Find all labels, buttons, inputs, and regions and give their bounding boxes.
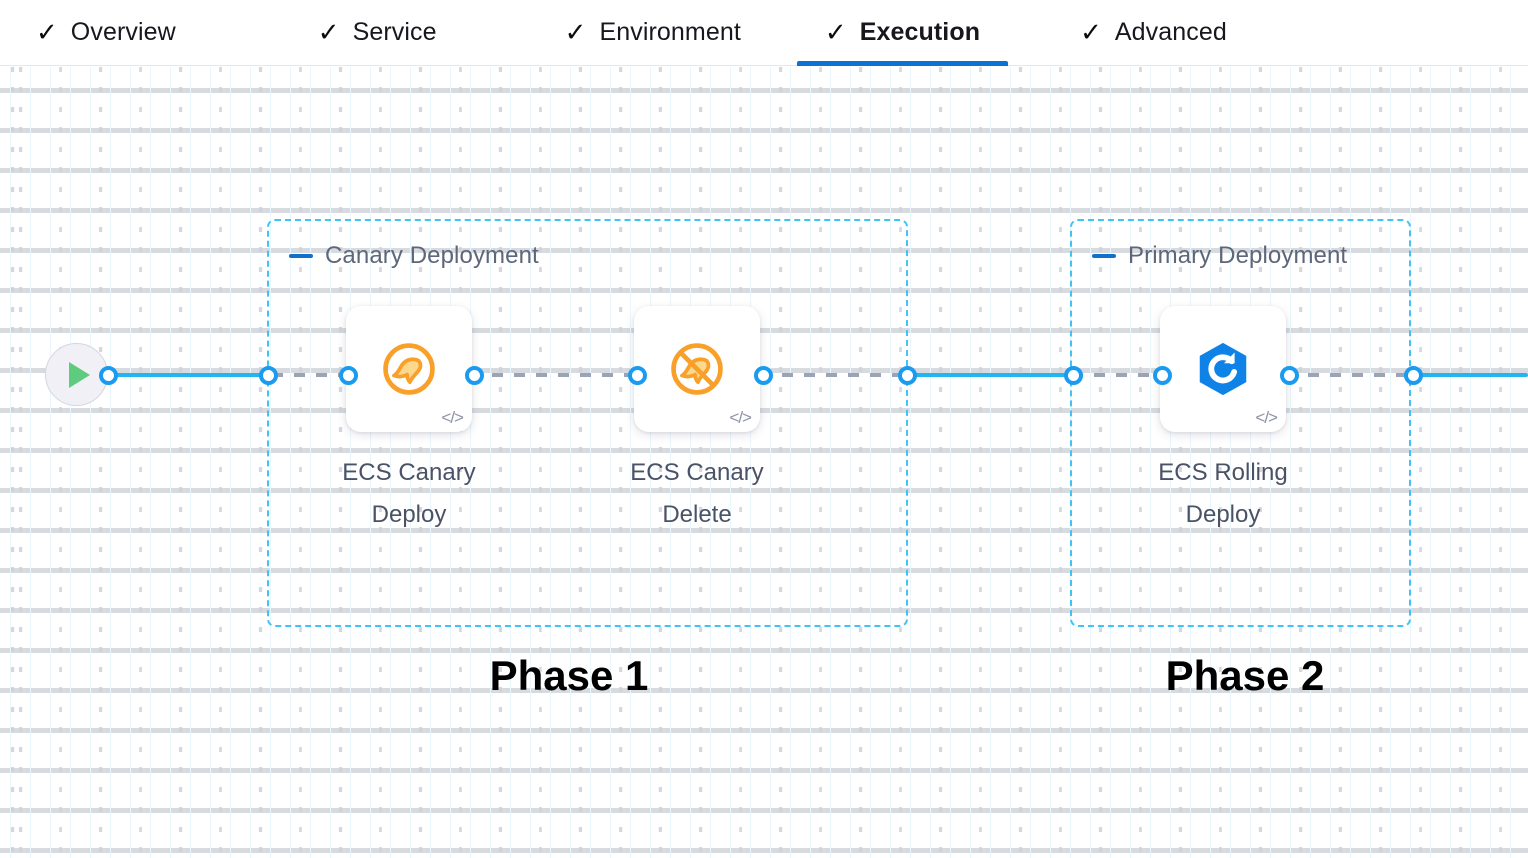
- check-icon: ✓: [824, 16, 847, 47]
- edge-canary-deploy-to-canary-delete: [470, 373, 642, 377]
- edge-phase2-to-next: [1412, 373, 1528, 377]
- wizard-tabbar: ✓ Overview ✓ Service ✓ Environment ✓ Exe…: [0, 0, 1528, 66]
- code-badge-icon: </>: [729, 408, 752, 427]
- tab-execution[interactable]: ✓ Execution: [795, 0, 1010, 66]
- edge-canary-delete-to-phase1-exit: [760, 373, 912, 377]
- port-phase1-in[interactable]: [259, 366, 278, 385]
- phase-caption-1: Phase 1: [489, 652, 649, 699]
- ecs-rolling-icon: [1160, 338, 1286, 400]
- code-badge-icon: </>: [1255, 408, 1278, 427]
- check-icon: ✓: [317, 16, 340, 47]
- edge-start-to-phase1: [108, 373, 270, 377]
- tab-label: Service: [352, 18, 437, 46]
- port-canary-delete-in[interactable]: [628, 366, 647, 385]
- group-header-primary-deployment[interactable]: Primary Deployment: [1092, 242, 1347, 270]
- edge-rolling-deploy-to-phase2-exit: [1286, 373, 1416, 377]
- group-header-canary-deployment[interactable]: Canary Deployment: [289, 242, 539, 270]
- code-badge-icon: </>: [441, 408, 464, 427]
- tab-label: Environment: [599, 18, 741, 46]
- pipeline-start-node[interactable]: [45, 343, 108, 406]
- pipeline-canvas[interactable]: Canary Deployment Primary Deployment </>…: [0, 67, 1528, 858]
- port-phase2-in[interactable]: [1064, 366, 1083, 385]
- tab-label: Advanced: [1114, 18, 1227, 46]
- port-start-out[interactable]: [99, 366, 118, 385]
- step-label-ecs-rolling-deploy: ECS Rolling Deploy: [1158, 459, 1288, 528]
- port-rolling-deploy-out[interactable]: [1280, 366, 1299, 385]
- port-phase1-out[interactable]: [898, 366, 917, 385]
- tab-active-underline: [796, 60, 1009, 66]
- port-canary-deploy-in[interactable]: [339, 366, 358, 385]
- step-label-ecs-canary-delete: ECS Canary Delete: [630, 459, 764, 528]
- edge-phase2-entry-to-rolling-deploy: [1072, 373, 1168, 377]
- check-icon: ✓: [564, 16, 587, 47]
- canary-deploy-icon: [346, 339, 472, 399]
- step-node-ecs-canary-delete[interactable]: </>: [634, 306, 760, 432]
- tab-environment[interactable]: ✓ Environment: [535, 0, 771, 66]
- group-title: Primary Deployment: [1128, 242, 1348, 269]
- phase-caption-2: Phase 2: [1165, 652, 1325, 699]
- edge-phase1-entry-to-canary-deploy: [272, 373, 352, 377]
- minus-icon[interactable]: [289, 254, 313, 258]
- minus-icon[interactable]: [1092, 254, 1116, 258]
- edge-phase1-to-phase2: [905, 373, 1077, 377]
- tab-advanced[interactable]: ✓ Advanced: [1050, 0, 1257, 66]
- group-title: Canary Deployment: [325, 242, 539, 269]
- tab-label: Execution: [859, 18, 981, 46]
- stage-group-canary-deployment[interactable]: [267, 219, 908, 627]
- step-node-ecs-rolling-deploy[interactable]: </>: [1160, 306, 1286, 432]
- check-icon: ✓: [36, 16, 58, 47]
- port-phase2-out[interactable]: [1404, 366, 1423, 385]
- check-icon: ✓: [1080, 16, 1102, 47]
- port-canary-delete-out[interactable]: [754, 366, 773, 385]
- port-canary-deploy-out[interactable]: [465, 366, 484, 385]
- canary-delete-icon: [634, 339, 760, 399]
- play-icon: [69, 361, 90, 388]
- port-layer: [0, 67, 1528, 858]
- edge-layer: [0, 67, 1528, 858]
- tab-overview[interactable]: ✓ Overview: [0, 0, 206, 66]
- step-node-ecs-canary-deploy[interactable]: </>: [346, 306, 472, 432]
- port-rolling-deploy-in[interactable]: [1153, 366, 1172, 385]
- step-label-ecs-canary-deploy: ECS Canary Deploy: [342, 459, 476, 528]
- tab-service[interactable]: ✓ Service: [288, 0, 467, 66]
- tab-label: Overview: [70, 18, 176, 46]
- stage-group-primary-deployment[interactable]: [1070, 219, 1411, 627]
